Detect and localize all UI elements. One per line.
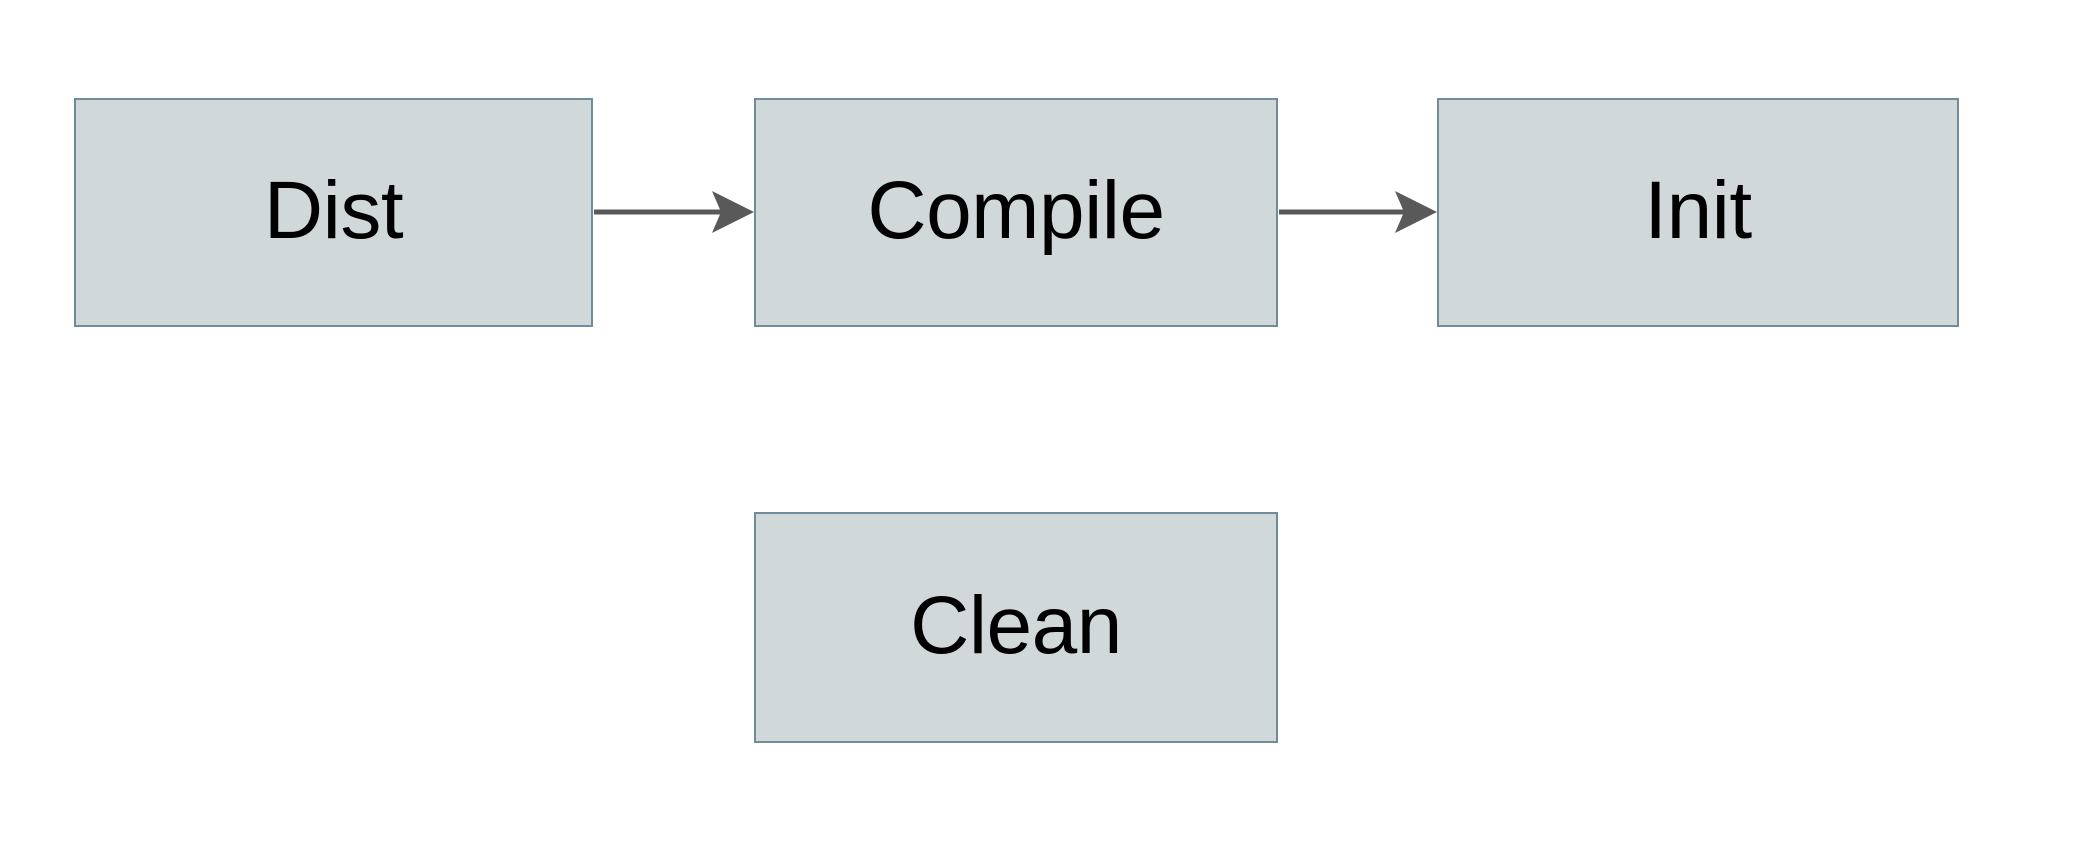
node-clean[interactable]: Clean xyxy=(754,512,1278,743)
arrowhead-icon xyxy=(1395,191,1437,233)
node-init[interactable]: Init xyxy=(1437,98,1959,327)
node-init-label: Init xyxy=(1644,164,1752,256)
node-compile-label: Compile xyxy=(867,164,1165,256)
node-dist[interactable]: Dist xyxy=(74,98,593,327)
node-dist-label: Dist xyxy=(263,164,404,256)
node-compile[interactable]: Compile xyxy=(754,98,1278,327)
arrowhead-icon xyxy=(712,191,754,233)
node-clean-label: Clean xyxy=(910,579,1122,671)
